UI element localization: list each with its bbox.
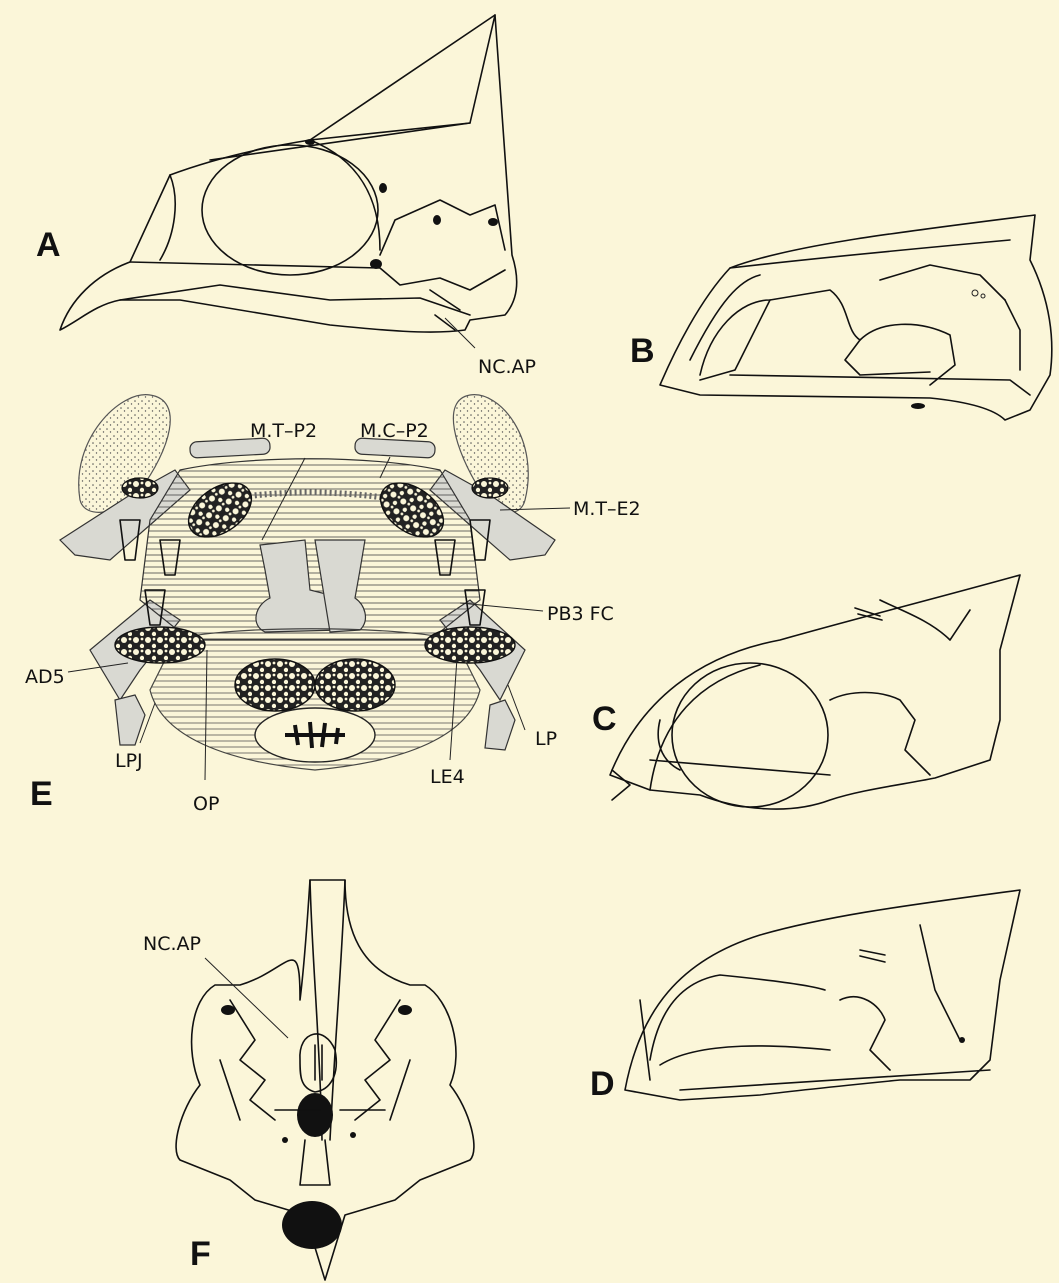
label-mt-e2: M.T–E2 xyxy=(573,498,641,520)
panel-label-a: A xyxy=(36,226,61,264)
skull-a-drawing xyxy=(60,15,517,348)
label-le4: LE4 xyxy=(430,766,465,788)
panel-label-e: E xyxy=(30,775,53,813)
panel-label-b: B xyxy=(630,332,655,370)
label-lpj: LPJ xyxy=(115,750,143,772)
label-pb3fc: PB3 FC xyxy=(547,603,614,625)
label-mt-p2: M.T–P2 xyxy=(250,420,317,442)
label-nc-ap-a: NC.AP xyxy=(478,356,536,378)
skull-c-drawing xyxy=(610,575,1020,809)
label-ad5: AD5 xyxy=(25,666,65,688)
panel-label-d: D xyxy=(590,1065,615,1103)
label-lp: LP xyxy=(535,728,557,750)
skull-d-drawing xyxy=(625,890,1020,1100)
skull-b-drawing xyxy=(660,215,1052,420)
panel-label-c: C xyxy=(592,700,617,738)
skull-f-drawing xyxy=(176,880,474,1280)
dissection-e-drawing xyxy=(60,395,570,780)
panel-label-f: F xyxy=(190,1235,211,1273)
label-op: OP xyxy=(193,793,219,815)
label-mc-p2: M.C–P2 xyxy=(360,420,429,442)
label-nc-ap-f: NC.AP xyxy=(143,933,201,955)
